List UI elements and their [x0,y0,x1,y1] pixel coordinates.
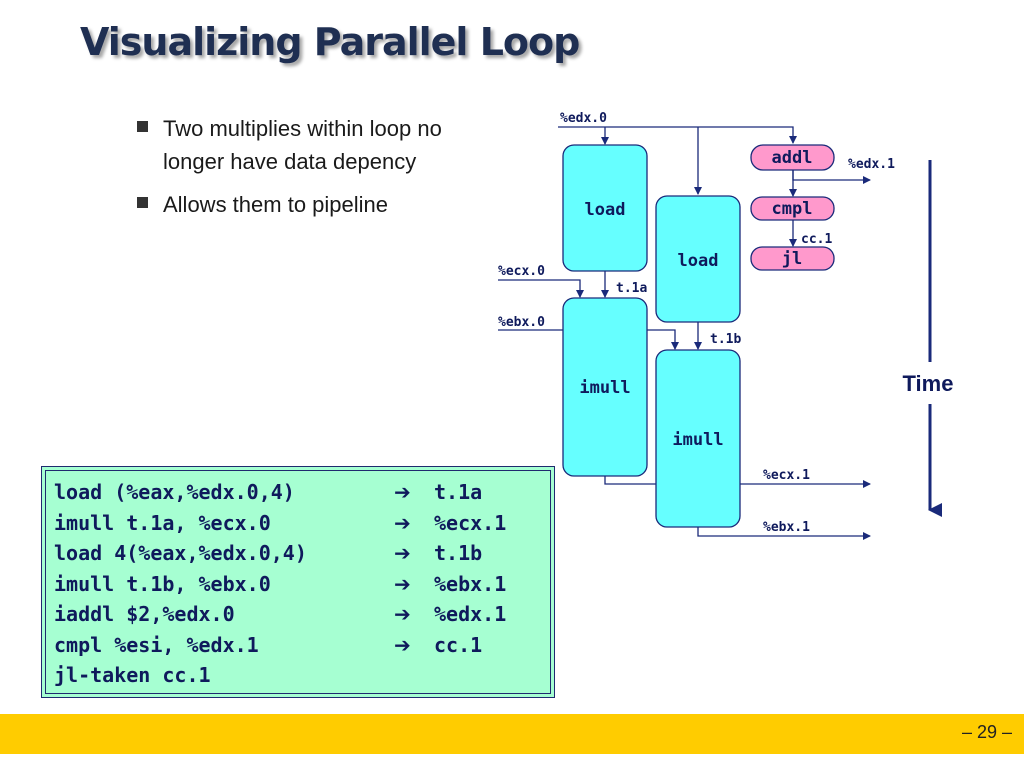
code-listing: load (%eax,%edx.0,4) ➔ t.1a imull t.1a, %e… [41,466,555,698]
edx0-line [558,126,797,144]
jl-box [750,246,835,271]
code-line: iaddl $2,%edx.0 ➔ %edx.1 [54,599,554,630]
code-line: jl-taken cc.1 [54,660,554,691]
load2-label: load [678,251,719,271]
ebx0-to-imull2 [645,329,679,350]
bullet-list: Two multiplies within loop no longer hav… [137,112,457,231]
ebx1-label: %ebx.1 [763,520,810,535]
code-destination: %edx.1 [434,602,507,626]
time-label: Time [903,371,954,396]
addl-label: addl [772,148,813,168]
bullet-item: Allows them to pipeline [137,188,457,221]
code-instruction: jl-taken cc.1 [54,663,211,687]
code-line: imull t.1a, %ecx.0 ➔ %ecx.1 [54,508,554,539]
right-arrow-icon: ➔ [394,632,411,657]
load1-label: load [585,200,626,220]
t1a-label: t.1a [616,281,647,296]
code-destination: %ebx.1 [434,571,507,596]
bullet-text: Two multiplies within loop no longer hav… [163,116,442,174]
cc1-label: cc.1 [801,232,832,247]
ecx1-label: %ecx.1 [763,468,810,483]
code-line: load 4(%eax,%edx.0,4) ➔ t.1b [54,538,554,569]
code-destination: t.1b [434,541,483,565]
square-bullet-icon [137,197,148,208]
imull2-box [655,349,741,528]
code-destination: cc.1 [434,632,483,657]
right-arrow-icon: ➔ [394,602,411,626]
code-instruction: load 4(%eax,%edx.0,4) [54,541,307,565]
imull1-to-ecx1 [604,476,655,485]
ebx0-label: %ebx.0 [498,315,545,330]
page-number: – 29 – [961,722,1012,742]
jl-label: jl [782,249,802,269]
code-destination: %ecx.1 [434,510,507,535]
bullet-text: Allows them to pipeline [163,192,389,217]
edx1-label: %edx.1 [848,157,895,172]
imull2-label: imull [672,430,723,450]
code-instruction: load (%eax,%edx.0,4) [54,480,295,504]
cmpl-label: cmpl [772,199,813,219]
load2-box [655,195,741,323]
footer-bar: – 29 – [0,714,1024,754]
imull1-label: imull [579,378,630,398]
code-instruction: iaddl $2,%edx.0 [54,602,235,626]
code-instruction: cmpl %esi, %edx.1 [54,632,259,657]
code-destination: t.1a [434,480,483,504]
square-bullet-icon [137,121,148,132]
right-arrow-icon: ➔ [394,571,411,596]
edx0-label: %edx.0 [560,111,607,126]
code-instruction: imull t.1a, %ecx.0 [54,510,271,535]
right-arrow-icon: ➔ [394,541,411,565]
code-instruction: imull t.1b, %ebx.0 [54,571,271,596]
imull1-box [562,297,648,477]
load1-box [562,144,648,272]
code-line: cmpl %esi, %edx.1 ➔ cc.1 [54,630,554,661]
code-line: load (%eax,%edx.0,4) ➔ t.1a [54,477,554,508]
code-line: imull t.1b, %ebx.0 ➔ %ebx.1 [54,569,554,600]
ecx0-label: %ecx.0 [498,264,545,279]
dataflow-diagram: load load imull imull addl cmpl jl %edx.… [498,111,954,540]
bullet-item: Two multiplies within loop no longer hav… [137,112,457,178]
t1b-label: t.1b [710,332,741,347]
cmpl-box [750,196,835,221]
addl-box [750,144,835,171]
ecx0-line [498,279,584,298]
right-arrow-icon: ➔ [394,480,411,504]
imull2-to-ebx1 [697,527,871,540]
right-arrow-icon: ➔ [394,510,411,535]
slide-title: Visualizing Parallel Loop [80,20,580,64]
